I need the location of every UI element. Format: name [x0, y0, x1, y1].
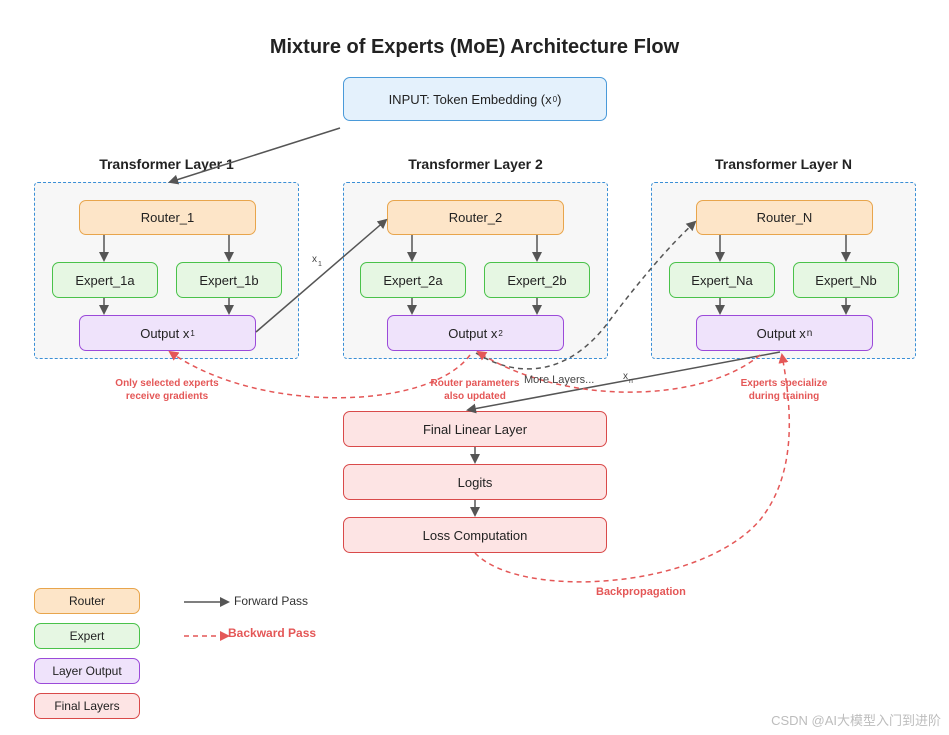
- legend-layer-output: Layer Output: [34, 658, 140, 684]
- output-1-sub: 1: [190, 328, 195, 338]
- edge-output2-routern: [475, 220, 697, 370]
- output-n-label: Output x: [756, 325, 806, 341]
- edge-label-xn-text: x: [623, 371, 628, 382]
- layer-n-title: Transformer Layer N: [715, 156, 852, 172]
- expert-na: Expert_Na: [669, 262, 775, 298]
- output-2-sub: 2: [498, 328, 503, 338]
- note-router-params: Router parameters also updated: [416, 377, 534, 403]
- note-router-line-1: Router parameters: [430, 378, 520, 389]
- input-sub: 0: [552, 94, 558, 104]
- edge-label-x1-sub: 1: [318, 261, 322, 268]
- edge-label-x1-text: x: [312, 254, 317, 265]
- edge-output1-router2: [255, 218, 388, 333]
- note-selected-line-1: Only selected experts: [115, 378, 219, 389]
- expert-1a: Expert_1a: [52, 262, 158, 298]
- loss-computation: Loss Computation: [343, 517, 607, 553]
- legend-forward-label: Forward Pass: [234, 594, 309, 608]
- router-2: Router_2: [387, 200, 564, 235]
- note-router-line-2: also updated: [444, 391, 506, 402]
- input-close: ): [557, 91, 562, 107]
- note-selected-line-2: receive gradients: [125, 391, 209, 402]
- output-n-sub: n: [806, 327, 813, 339]
- note-selected-experts: Only selected experts receive gradients: [96, 377, 238, 403]
- note-specialize-line-1: Experts specialize: [740, 378, 828, 389]
- edge-input-to-layer1: [168, 127, 341, 185]
- legend-router: Router: [34, 588, 140, 614]
- layer-1-title: Transformer Layer 1: [99, 156, 234, 172]
- output-2-label: Output x: [448, 325, 498, 341]
- note-specialize-line-2: during training: [748, 391, 820, 402]
- legend-backward-label: Backward Pass: [228, 626, 317, 640]
- edge-outputn-final: [466, 351, 781, 414]
- legend-expert: Expert: [34, 623, 140, 649]
- legend-final-layers: Final Layers: [34, 693, 140, 719]
- input-label: INPUT: Token Embedding (x: [388, 91, 552, 107]
- note-experts-specialize: Experts specialize during training: [724, 377, 844, 403]
- backprop-loss-outputn: [474, 353, 791, 583]
- edge-label-more-layers: More Layers...: [524, 374, 595, 386]
- router-1: Router_1: [79, 200, 256, 235]
- watermark: CSDN @AI大模型入门到进阶: [771, 713, 941, 728]
- router-n: Router_N: [696, 200, 873, 235]
- logits-node: Logits: [343, 464, 607, 500]
- output-1-label: Output x: [140, 325, 190, 341]
- edge-label-x1: x1: [312, 254, 322, 268]
- expert-nb: Expert_Nb: [793, 262, 899, 298]
- note-backpropagation: Backpropagation: [596, 586, 686, 598]
- final-linear-layer: Final Linear Layer: [343, 411, 607, 447]
- expert-1b: Expert_1b: [176, 262, 282, 298]
- edge-label-xn: xn: [623, 371, 633, 385]
- diagram-title: Mixture of Experts (MoE) Architecture Fl…: [269, 36, 680, 58]
- backprop-output2-output1: [168, 350, 471, 399]
- expert-2b: Expert_2b: [484, 262, 590, 298]
- expert-2a: Expert_2a: [360, 262, 466, 298]
- layer-2-title: Transformer Layer 2: [408, 156, 543, 172]
- edge-label-xn-sub: n: [629, 378, 633, 385]
